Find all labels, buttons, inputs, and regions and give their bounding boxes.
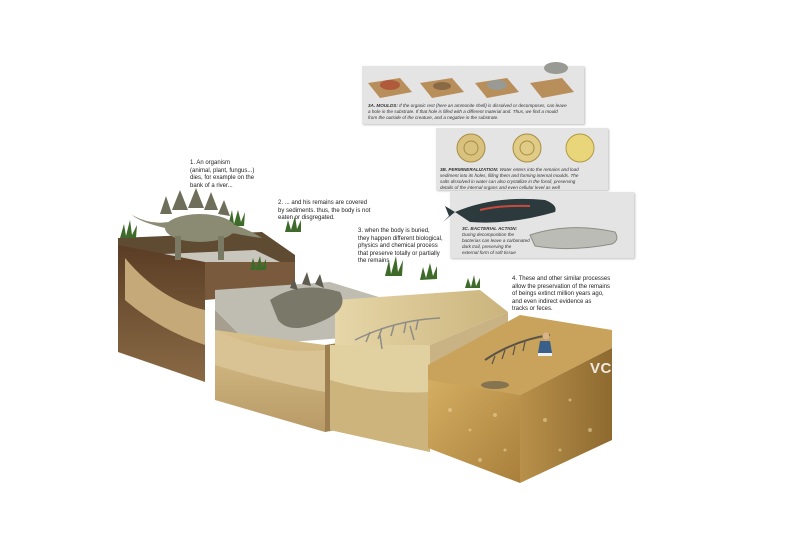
grass-tuft-2 <box>228 210 245 226</box>
decaying-remains-illustration <box>270 272 343 329</box>
paleontologist-illustration <box>538 332 552 356</box>
grass-tuft-4 <box>385 256 403 276</box>
mould-sequence-illustration <box>368 62 574 98</box>
skeleton-illustration <box>354 317 441 350</box>
grass-tuft-3 <box>285 216 301 232</box>
grass-tuft-5 <box>420 263 437 280</box>
block-1-sediment-layer <box>125 258 205 345</box>
block-4-rock-texture <box>448 398 592 462</box>
step-2-label: 2. ... and his remains are covered by se… <box>278 200 371 221</box>
moulds-title: 3A. MOULDS: <box>368 103 398 108</box>
block-2-sediment-layer <box>215 330 325 392</box>
permineralization-caption: 3B. PERMINERALIZATION: Water enters into… <box>440 167 579 190</box>
grass-tuft-7 <box>250 256 266 270</box>
stegosaurus-illustration <box>132 188 262 260</box>
watermark-code: VCG211431338074 <box>632 363 720 374</box>
block-3-lower-layer <box>330 380 430 452</box>
block-4-top-surface <box>428 315 612 395</box>
step-3-label: 3. when the body is buried, they happen … <box>358 228 443 264</box>
grass-tufts <box>120 210 480 288</box>
watermark: VCG VCG211431338074 <box>590 360 720 377</box>
watermark-logo: VCG <box>590 360 625 377</box>
block-4-fossil-rock <box>428 315 612 483</box>
grass-tuft-1 <box>120 220 137 238</box>
ichthyosaur-illustration <box>443 198 618 250</box>
bacterial-action-caption: 3C. BACTERIAL ACTION: During decompositi… <box>462 226 530 255</box>
step-1-label: 1. An organism (animal, plant, fungus...… <box>190 160 255 189</box>
block-3-top-surface <box>335 290 508 345</box>
moulds-caption: 3A. MOULDS: If the organic rest (here an… <box>368 103 567 120</box>
grass-tuft-6 <box>465 275 480 288</box>
permineralization-title: 3B. PERMINERALIZATION: <box>440 167 499 172</box>
block-4-front-face <box>428 380 520 483</box>
step-4-label: 4. These and other similar processes all… <box>512 276 611 312</box>
ammonite-sequence-illustration <box>456 133 595 163</box>
block-4-side-face <box>520 348 612 483</box>
bacterial-action-title: 3C. BACTERIAL ACTION: <box>462 226 518 231</box>
